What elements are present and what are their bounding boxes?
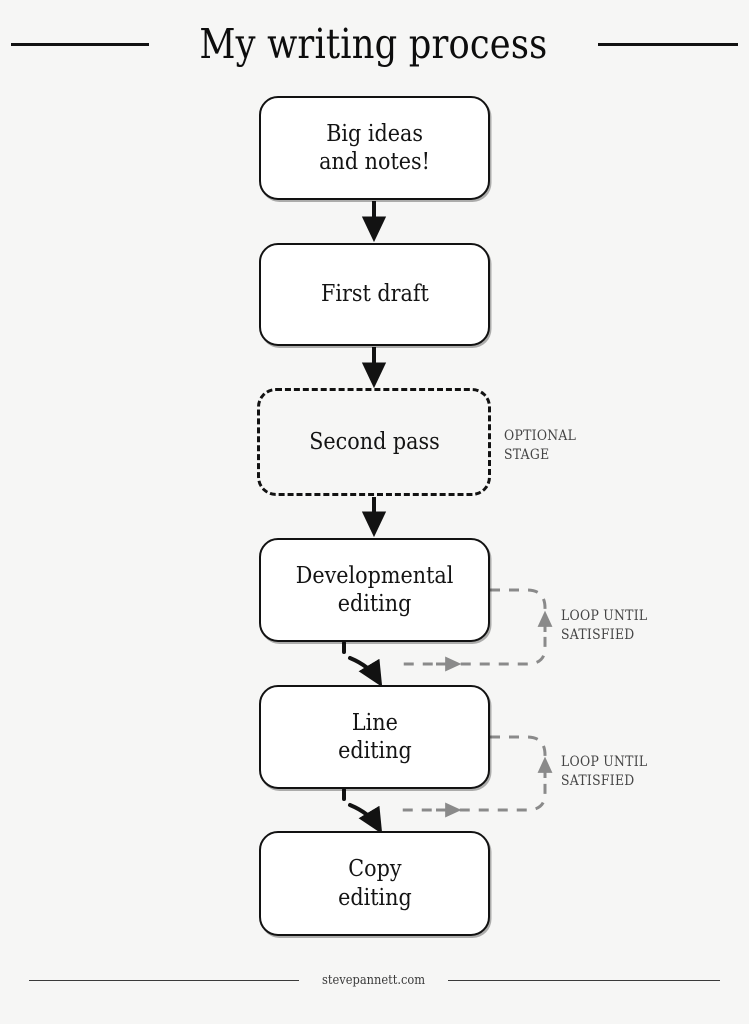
annotation-optional-stage: OPTIONAL STAGE [504, 428, 577, 464]
title-rule-right-decoration [597, 42, 738, 46]
footer: stevepannett.com [0, 960, 749, 1000]
flow-node-second-pass[interactable]: Second pass [257, 388, 491, 496]
page-title: My writing process [199, 19, 548, 68]
flow-node-line-editing-label: Line editing [337, 709, 412, 764]
footer-rule-right-decoration [448, 979, 721, 981]
footer-site-label: stevepannett.com [321, 972, 426, 988]
flow-node-first-draft[interactable]: First draft [259, 243, 490, 346]
flow-node-line-editing[interactable]: Line editing [259, 685, 490, 789]
loop-connector-dev-editing [400, 588, 553, 672]
flow-node-copy-editing[interactable]: Copy editing [259, 831, 490, 936]
flow-node-first-draft-label: First draft [320, 281, 429, 308]
annotation-loop-until-satisfied-line: LOOP UNTIL SATISFIED [561, 754, 648, 790]
footer-rule-left-decoration [28, 979, 299, 981]
flow-node-big-ideas-label: Big ideas and notes! [319, 120, 430, 175]
flow-node-second-pass-label: Second pass [308, 428, 440, 455]
annotation-loop-until-satisfied-developmental: LOOP UNTIL SATISFIED [561, 608, 648, 644]
connector-dev-editing-to-line-editing [342, 641, 378, 680]
title-rule-left-decoration [11, 42, 150, 46]
loop-connector-line-editing [400, 735, 553, 818]
flow-node-big-ideas[interactable]: Big ideas and notes! [259, 96, 490, 200]
title-bar: My writing process [0, 14, 749, 74]
flow-node-developmental-editing-label: Developmental editing [295, 562, 454, 617]
flow-node-copy-editing-label: Copy editing [337, 856, 412, 911]
flow-node-developmental-editing[interactable]: Developmental editing [259, 538, 490, 642]
connector-line-editing-to-copy-editing [342, 788, 378, 827]
